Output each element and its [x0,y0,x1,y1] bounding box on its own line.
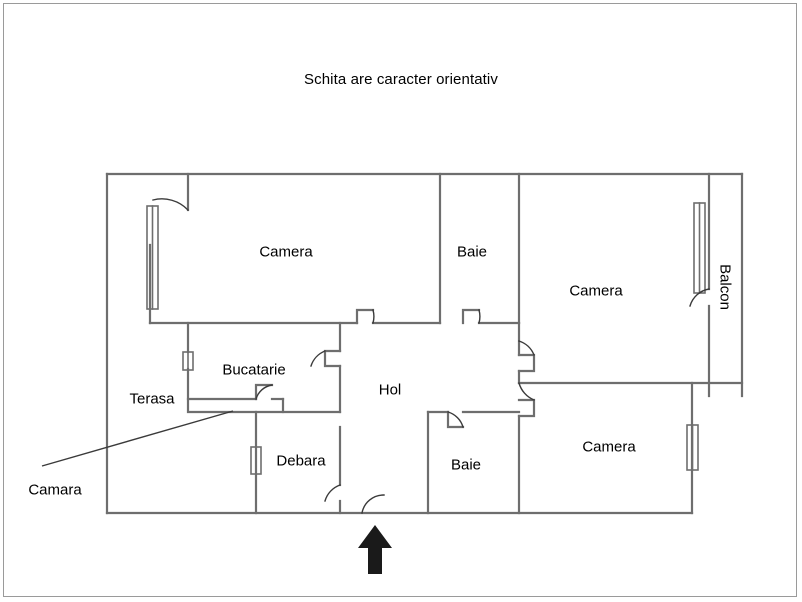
wall-notch-hol-right-lower [517,398,536,418]
entrance-arrow [358,525,392,574]
door-hol-top-right [478,309,481,324]
door-hol-bucatarie [310,350,326,367]
wall-notch-hol-tr [461,308,481,325]
room-label-baie-top: Baie [456,243,488,261]
room-label-bucatarie: Bucatarie [222,361,286,379]
camara-leader-line [41,410,234,467]
doors-group [152,198,710,514]
door-hol-right-lower [518,382,535,401]
door-hol-right-upper [518,340,535,356]
walls-group [105,172,744,515]
wall-notch-hol-bucatarie [323,349,342,368]
room-label-hol: Hol [378,381,402,399]
door-debara [324,484,341,502]
door-balcon [689,288,710,307]
room-label-camera-top-left: Camera [259,243,313,261]
wall-terasa-notch [254,383,274,401]
room-label-camera-top-right: Camera [569,282,623,300]
page-border [3,3,797,597]
room-label-camera-bottom-right: Camera [582,438,636,456]
wall-baie-b-notch [446,410,465,429]
room-label-terasa: Terasa [129,390,175,408]
door-baie-bottom [447,411,464,428]
room-label-camara: Camara [28,481,82,499]
door-camera-top-left [152,198,189,211]
room-label-balcon: Balcon [716,264,734,310]
wall-notch-hol-tl [355,308,375,325]
room-label-baie-bottom: Baie [450,456,482,474]
room-label-debara: Debara [276,452,326,470]
door-terasa-bucatarie [255,384,273,400]
windows-group [146,202,706,475]
door-entrance [361,494,385,514]
page-title: Schita are caracter orientativ [304,71,498,88]
door-hol-top-left [372,309,375,324]
wall-notch-hol-right-upper [517,353,536,373]
